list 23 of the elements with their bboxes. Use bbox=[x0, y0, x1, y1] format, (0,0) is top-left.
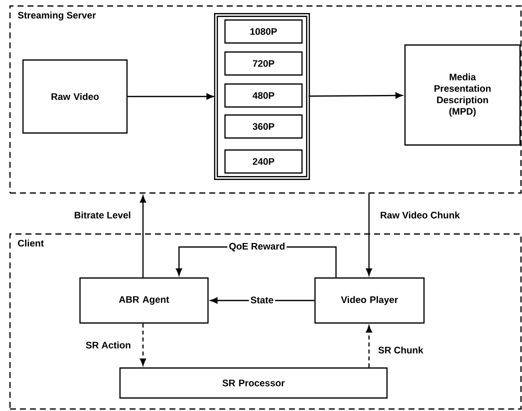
arrow bbox=[366, 194, 372, 276]
process-box: Video Player bbox=[314, 277, 425, 324]
container-box bbox=[214, 13, 310, 180]
arrow bbox=[140, 324, 146, 366]
process-box: 360P bbox=[224, 114, 303, 139]
edge-label: Bitrate Level bbox=[72, 210, 132, 220]
process-box: 240P bbox=[224, 149, 303, 174]
arrow bbox=[140, 195, 146, 278]
arrow bbox=[308, 92, 403, 99]
edge-label: State bbox=[248, 295, 276, 305]
edge-label: SR Chunk bbox=[376, 345, 425, 355]
process-box: Raw Video bbox=[22, 59, 128, 134]
edge-label: SR Action bbox=[84, 340, 132, 350]
process-box: SR Processor bbox=[119, 367, 388, 399]
edge-label: Raw Video Chunk bbox=[378, 210, 462, 220]
process-box: 720P bbox=[224, 51, 303, 76]
process-box: ABR Agent bbox=[79, 277, 209, 324]
process-box: 480P bbox=[224, 83, 303, 108]
process-box: 1080P bbox=[224, 19, 303, 44]
arrow bbox=[366, 325, 372, 368]
arrow bbox=[128, 93, 214, 100]
process-box: Media Presentation Description (MPD) bbox=[404, 44, 521, 146]
edge-label: QoE Reward bbox=[227, 241, 287, 253]
